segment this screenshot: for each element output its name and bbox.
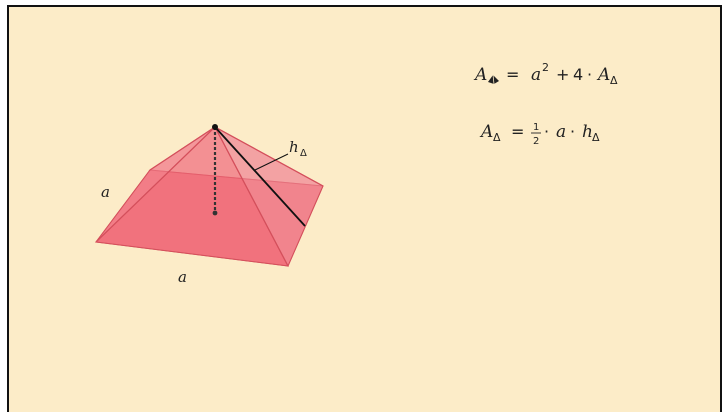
slant-height-line xyxy=(214,126,306,227)
f1-lhs-var: A xyxy=(473,65,487,85)
f2-lhs-var: A xyxy=(479,122,493,142)
edge-apex-left xyxy=(95,126,216,243)
f1-A2-var: A xyxy=(596,65,610,85)
edge-apex-front xyxy=(214,126,289,267)
f2-h-sub: Δ xyxy=(592,131,600,144)
f2-dot2: · xyxy=(570,122,575,141)
f1-four: 4 xyxy=(573,65,583,84)
f2-a-var: a xyxy=(556,122,566,142)
edge-apex-right xyxy=(214,126,324,187)
label-base-front: a xyxy=(178,268,187,286)
f1-dot: · xyxy=(587,65,592,84)
f2-frac-num: 1 xyxy=(533,122,539,133)
edge-apex-back xyxy=(149,126,216,171)
label-slant-height: h xyxy=(289,138,299,156)
formula-surface-area: A = a 2 + 4 · A Δ xyxy=(473,61,618,87)
apex-point xyxy=(212,124,218,130)
f2-lhs-sub: Δ xyxy=(493,131,501,144)
f2-dot1: · xyxy=(544,122,549,141)
label-slant-height-sub: Δ xyxy=(300,148,307,159)
f1-exponent: 2 xyxy=(542,61,549,74)
label-base-left: a xyxy=(101,183,110,201)
base-center-point xyxy=(212,210,218,216)
f1-plus: + xyxy=(556,65,569,84)
pyramid-subscript-icon xyxy=(488,74,499,85)
slant-height-pointer xyxy=(254,153,289,171)
f2-frac-den: 2 xyxy=(533,136,539,147)
f1-A2-sub: Δ xyxy=(610,74,618,87)
formula-triangle-area: A Δ = 1 2 · a · h Δ xyxy=(479,122,600,147)
f1-equals: = xyxy=(506,65,519,84)
f2-h-var: h xyxy=(582,122,593,142)
f1-a-var: a xyxy=(531,65,541,85)
f2-equals: = xyxy=(511,122,524,141)
